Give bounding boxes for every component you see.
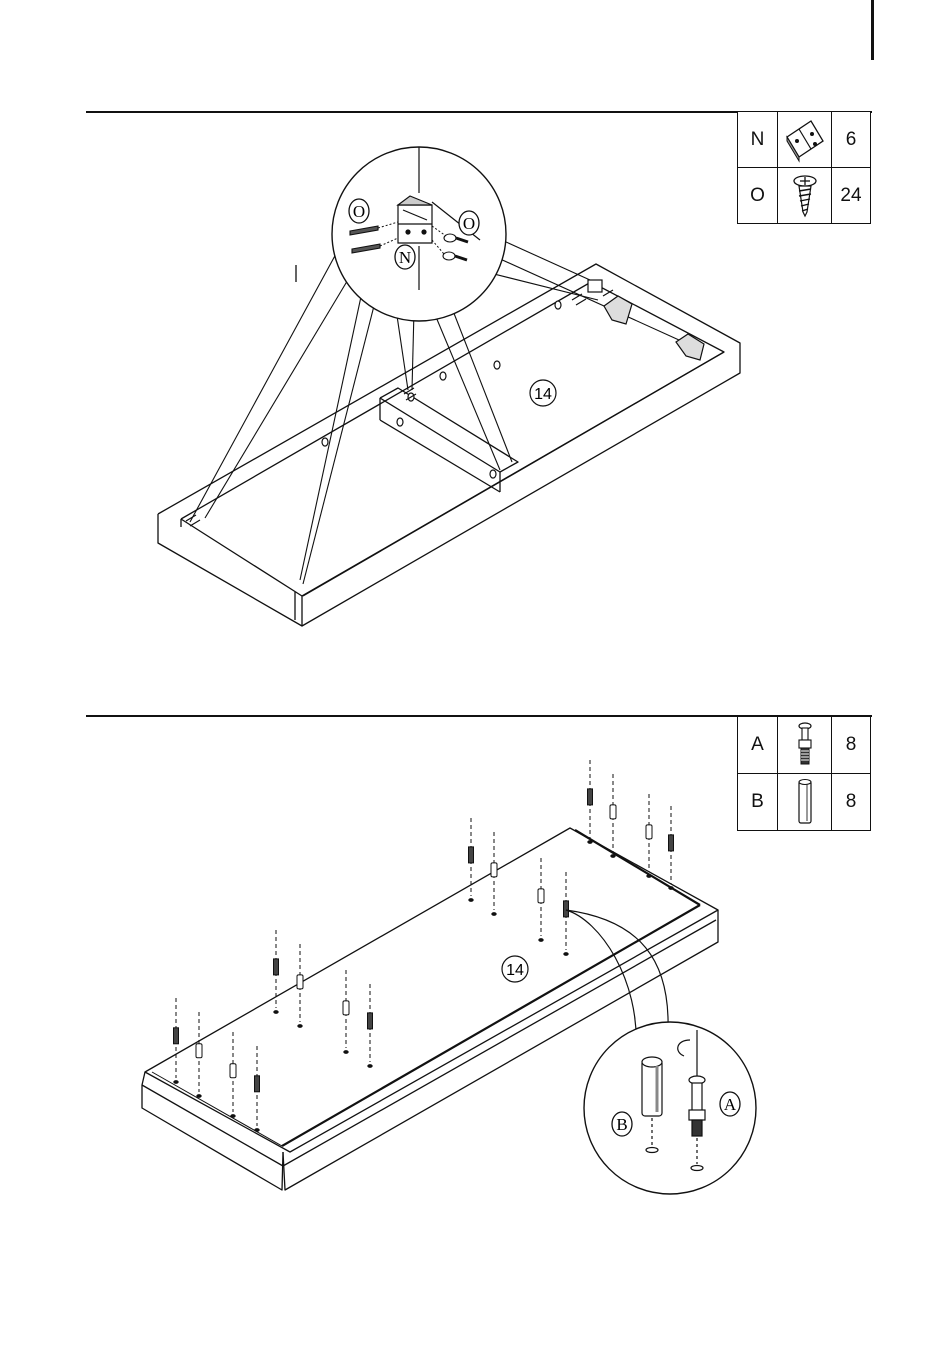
dowel-b: [610, 805, 616, 819]
dowel-b: [196, 1044, 202, 1058]
drill-hole: [611, 855, 615, 858]
callout-bolt: A: [724, 1095, 737, 1114]
cam-bolt-icon: [793, 722, 817, 768]
cam-bolt-a: [368, 1013, 373, 1029]
part-letter: A: [738, 717, 778, 774]
dowel-b: [646, 825, 652, 839]
cam-bolt-a: [469, 847, 474, 863]
parts-row-b: B 8: [738, 774, 871, 831]
drill-hole: [255, 1129, 259, 1132]
parts-row-a: A 8: [738, 717, 871, 774]
dowel-b: [343, 1001, 349, 1015]
drill-hole: [197, 1095, 201, 1098]
drill-hole: [669, 887, 673, 890]
panel-label: 14: [506, 962, 524, 979]
drill-hole: [344, 1051, 348, 1054]
cam-bolt-a: [255, 1076, 260, 1092]
step1-frame-diagram: O O N 14: [0, 0, 939, 700]
callout-screw-right: O: [463, 214, 475, 233]
part-quantity: 8: [832, 717, 871, 774]
drill-hole: [539, 939, 543, 942]
frame-outline: [158, 264, 740, 626]
center-divider-rail: [380, 388, 518, 472]
drill-hole: [274, 1011, 278, 1014]
panel-top-face: [145, 828, 718, 1152]
callout-dowel: B: [616, 1115, 627, 1134]
cam-bolt-a: [588, 789, 593, 805]
cam-bolt-a: [174, 1028, 179, 1044]
drill-hole: [174, 1081, 178, 1084]
cam-bolt-a: [564, 901, 569, 917]
dowel-b: [230, 1064, 236, 1078]
drill-hole: [588, 841, 592, 844]
callout-bubble: [720, 1092, 740, 1116]
dowel-b: [538, 889, 544, 903]
drill-hole: [564, 953, 568, 956]
drill-hole: [647, 875, 651, 878]
panel-label: 14: [534, 386, 552, 403]
callout-screw-left: O: [353, 202, 365, 221]
step2-parts-table: A 8 B 8: [737, 716, 871, 831]
dowel-b: [297, 975, 303, 989]
part-quantity: 8: [832, 774, 871, 831]
drill-hole: [492, 913, 496, 916]
wood-dowel-icon: [793, 777, 817, 827]
panel-label-badge: [502, 956, 528, 982]
callout-bracket: N: [399, 248, 411, 267]
cam-bolt-a: [274, 959, 279, 975]
drill-hole: [368, 1065, 372, 1068]
cam-bolt-a: [669, 835, 674, 851]
dowel-b: [491, 863, 497, 877]
drill-hole: [231, 1115, 235, 1118]
callout-bubble: [612, 1112, 632, 1136]
drill-hole: [469, 899, 473, 902]
frame-inner-rim: [181, 282, 724, 596]
part-letter: B: [738, 774, 778, 831]
dowel-detail-magnifier: [584, 1022, 756, 1194]
drill-hole: [298, 1025, 302, 1028]
